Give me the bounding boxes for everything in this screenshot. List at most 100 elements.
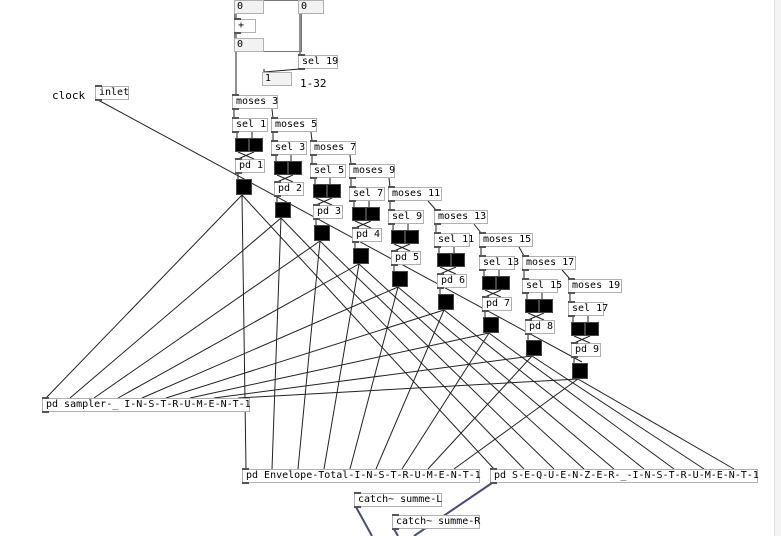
cord-to-sequenzer [443, 309, 645, 470]
cord-to-sequenzer [531, 355, 705, 470]
sel-object-7[interactable]: sel 13 [479, 255, 519, 271]
sel-object-2[interactable]: sel 3 [271, 140, 307, 156]
output-bang-4[interactable] [353, 248, 369, 264]
bang-right-8[interactable] [539, 299, 553, 313]
output-bang-7[interactable] [483, 317, 499, 333]
moses-object-5[interactable]: moses 11 [388, 186, 442, 202]
catch-summe-r[interactable]: catch~ summe-R [392, 514, 480, 530]
cord-to-envelope [323, 263, 360, 470]
output-bang-8[interactable] [526, 340, 542, 356]
output-bang-9[interactable] [572, 363, 588, 379]
sel-object-6[interactable]: sel 11 [434, 232, 474, 248]
number-box-b[interactable]: 0 [298, 0, 324, 14]
pd-subpatch-1[interactable]: pd 1 [235, 158, 265, 174]
sel-object-5[interactable]: sel 9 [388, 209, 424, 225]
number-box-a[interactable]: 0 [234, 0, 264, 14]
number-box-c[interactable]: 0 [234, 38, 264, 52]
patch-cord [484, 289, 502, 298]
patch-cord [276, 174, 294, 183]
output-bang-5[interactable] [392, 271, 408, 287]
bang-right-6[interactable] [451, 253, 465, 267]
moses-object-8[interactable]: moses 17 [522, 255, 576, 271]
catch-summe-l[interactable]: catch~ summe-L [354, 492, 442, 508]
moses-object-4[interactable]: moses 9 [349, 163, 395, 179]
inlet-object[interactable]: inlet [95, 85, 129, 101]
pd-subpatch-2[interactable]: pd 2 [274, 181, 304, 197]
bang-left-9[interactable] [571, 322, 585, 336]
pd-subpatch-3[interactable]: pd 3 [313, 204, 343, 220]
cord-to-sampler [189, 332, 490, 399]
cord-to-envelope [453, 378, 579, 470]
cord-to-envelope [241, 194, 247, 470]
sequenzer-subpatch[interactable]: pd S-E-Q-U-E-N-Z-E-R-_-I-N-S-T-R-U-M-E-N… [490, 468, 759, 484]
moses-object-2[interactable]: moses 5 [271, 117, 317, 133]
cord-to-sequenzer [241, 194, 495, 470]
patch-cord [271, 108, 274, 119]
moses-object-6[interactable]: moses 13 [434, 209, 488, 225]
output-bang-1[interactable] [236, 179, 252, 195]
pd-subpatch-5[interactable]: pd 5 [391, 250, 421, 266]
sel-object-1[interactable]: sel 1 [232, 117, 268, 133]
cord-to-sampler [165, 309, 445, 399]
output-bang-3[interactable] [314, 225, 330, 241]
pd-subpatch-6[interactable]: pd 6 [437, 273, 467, 289]
pd-subpatch-9[interactable]: pd 9 [571, 342, 601, 358]
cord-to-sampler [69, 217, 282, 399]
moses-object-1[interactable]: moses 3 [232, 94, 278, 110]
bang-left-8[interactable] [525, 299, 539, 313]
output-bang-6[interactable] [438, 294, 454, 310]
cord-to-sequenzer [397, 286, 615, 470]
cord-to-sequenzer [358, 263, 585, 470]
pd-subpatch-7[interactable]: pd 7 [482, 296, 512, 312]
cord-to-envelope [297, 240, 321, 470]
moses-object-7[interactable]: moses 15 [479, 232, 533, 248]
bang-left-2[interactable] [274, 161, 288, 175]
sel-object-9[interactable]: sel 17 [568, 301, 608, 317]
moses-object-9[interactable]: moses 19 [568, 278, 622, 294]
patch-cord [263, 68, 301, 73]
patch-cord [439, 266, 457, 275]
bang-left-6[interactable] [437, 253, 451, 267]
envelope-subpatch[interactable]: pd Envelope-Total-I-N-S-T-R-U-M-E-N-T-1 [242, 468, 481, 484]
bang-right-5[interactable] [405, 230, 419, 244]
cord-to-envelope [349, 286, 399, 470]
cord-to-sequenzer [577, 378, 735, 470]
cord-to-sequenzer [488, 332, 675, 470]
output-bang-2[interactable] [275, 202, 291, 218]
range-comment: 1-32 [300, 77, 327, 90]
patch-cord [561, 269, 571, 280]
bang-right-9[interactable] [585, 322, 599, 336]
sampler-subpatch[interactable]: pd sampler-_ I-N-S-T-R-U-M-E-N-T-1 [42, 397, 251, 413]
sel-object-3[interactable]: sel 5 [310, 163, 346, 179]
pd-subpatch-8[interactable]: pd 8 [525, 319, 555, 335]
cord-to-sequenzer [280, 217, 525, 470]
sel-object-4[interactable]: sel 7 [349, 186, 385, 202]
cord-to-envelope [427, 355, 533, 470]
bang-right-7[interactable] [496, 276, 510, 290]
vertical-scrollbar[interactable] [774, 0, 781, 536]
patch-cord [237, 151, 255, 160]
patch-cord [315, 197, 333, 206]
plus-object[interactable]: + [234, 18, 256, 34]
sel-object-8[interactable]: sel 15 [522, 278, 562, 294]
signal-cord [393, 528, 399, 536]
cord-to-sampler [237, 378, 579, 399]
bang-right-4[interactable] [366, 207, 380, 221]
cord-to-sequenzer [319, 240, 555, 470]
pd-subpatch-4[interactable]: pd 4 [352, 227, 382, 243]
bang-left-7[interactable] [482, 276, 496, 290]
number-box-d[interactable]: 1 [262, 72, 292, 86]
patch-cord [527, 312, 545, 321]
bang-right-1[interactable] [249, 138, 263, 152]
bang-left-5[interactable] [391, 230, 405, 244]
moses-object-3[interactable]: moses 7 [310, 140, 356, 156]
bang-left-3[interactable] [313, 184, 327, 198]
bang-right-3[interactable] [327, 184, 341, 198]
bang-left-1[interactable] [235, 138, 249, 152]
sel-19-object[interactable]: sel 19 [298, 54, 338, 70]
patch-cord [393, 243, 411, 252]
bang-right-2[interactable] [288, 161, 302, 175]
cord-to-sampler [117, 263, 360, 399]
bang-left-4[interactable] [352, 207, 366, 221]
